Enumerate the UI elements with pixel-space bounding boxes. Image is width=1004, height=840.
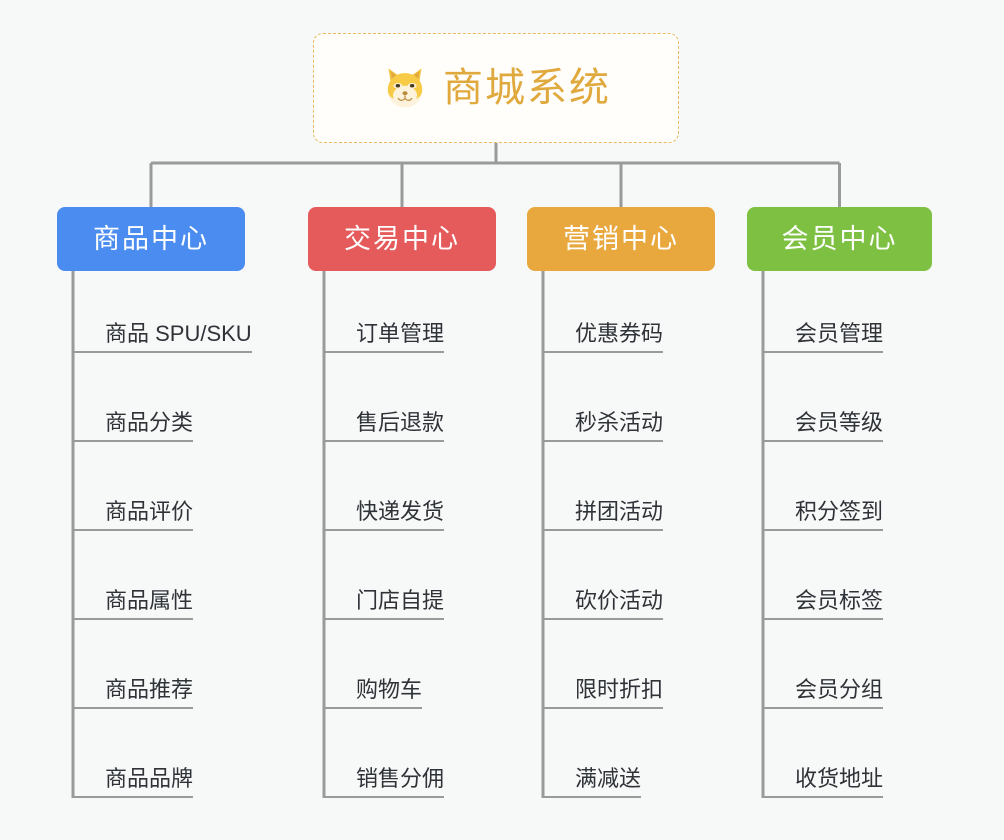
category-label: 交易中心: [344, 223, 460, 254]
leaf-item[interactable]: 商品评价: [73, 491, 194, 531]
leaf-label: 门店自提: [356, 588, 445, 613]
leaf-item[interactable]: 商品品牌: [73, 758, 194, 798]
leaf-label: 收货地址: [795, 766, 884, 791]
leaf-item[interactable]: 会员标签: [763, 580, 884, 620]
leaf-label: 商品分类: [105, 410, 194, 435]
leaf-item[interactable]: 门店自提: [324, 580, 445, 620]
leaf-item[interactable]: 会员分组: [763, 669, 884, 709]
leaf-label: 商品 SPU/SKU: [105, 321, 252, 346]
category-box-trade-center[interactable]: 交易中心: [308, 207, 496, 271]
leaf-item[interactable]: 销售分佣: [324, 758, 445, 798]
leaf-label: 秒杀活动: [575, 410, 664, 435]
leaf-item[interactable]: 订单管理: [324, 313, 445, 353]
root-node[interactable]: 商城系统: [313, 33, 679, 143]
leaf-label: 优惠券码: [575, 321, 664, 346]
leaf-label: 会员标签: [795, 588, 884, 613]
leaf-item[interactable]: 商品推荐: [73, 669, 194, 709]
leaf-label: 拼团活动: [575, 499, 664, 524]
leaf-label: 商品推荐: [105, 677, 194, 702]
category-box-member-center[interactable]: 会员中心: [747, 207, 932, 271]
leaf-label: 满减送: [575, 766, 642, 791]
root-title: 商城系统: [443, 66, 611, 110]
leaf-label: 限时折扣: [575, 677, 664, 702]
leaf-label: 会员分组: [795, 677, 884, 702]
category-box-product-center[interactable]: 商品中心: [57, 207, 245, 271]
leaf-item[interactable]: 收货地址: [763, 758, 884, 798]
leaf-label: 商品品牌: [105, 766, 194, 791]
leaf-item[interactable]: 会员等级: [763, 402, 884, 442]
leaf-label: 商品属性: [105, 588, 194, 613]
leaf-item[interactable]: 商品分类: [73, 402, 194, 442]
leaf-item[interactable]: 商品属性: [73, 580, 194, 620]
leaf-item[interactable]: 拼团活动: [543, 491, 664, 531]
category-box-marketing-center[interactable]: 营销中心: [527, 207, 715, 271]
leaf-label: 会员管理: [795, 321, 884, 346]
leaf-item[interactable]: 售后退款: [324, 402, 445, 442]
leaf-label: 销售分佣: [356, 766, 445, 791]
leaf-label: 售后退款: [356, 410, 445, 435]
leaf-label: 订单管理: [356, 321, 445, 346]
category-label: 商品中心: [93, 223, 209, 254]
leaf-item[interactable]: 秒杀活动: [543, 402, 664, 442]
leaf-item[interactable]: 积分签到: [763, 491, 884, 531]
leaf-item[interactable]: 购物车: [324, 669, 423, 709]
leaf-label: 砍价活动: [575, 588, 664, 613]
leaf-item[interactable]: 优惠券码: [543, 313, 664, 353]
leaf-item[interactable]: 会员管理: [763, 313, 884, 353]
leaf-label: 购物车: [356, 677, 423, 702]
category-label: 会员中心: [781, 223, 898, 254]
shiba-dog-icon: [387, 68, 423, 108]
leaf-label: 商品评价: [105, 499, 194, 524]
leaf-item[interactable]: 砍价活动: [543, 580, 664, 620]
leaf-label: 积分签到: [795, 499, 884, 524]
leaf-label: 快递发货: [356, 499, 445, 524]
leaf-item[interactable]: 限时折扣: [543, 669, 664, 709]
category-label: 营销中心: [563, 223, 679, 254]
leaf-item[interactable]: 快递发货: [324, 491, 445, 531]
leaf-item[interactable]: 满减送: [543, 758, 642, 798]
leaf-label: 会员等级: [795, 410, 884, 435]
leaf-item[interactable]: 商品 SPU/SKU: [73, 313, 252, 353]
